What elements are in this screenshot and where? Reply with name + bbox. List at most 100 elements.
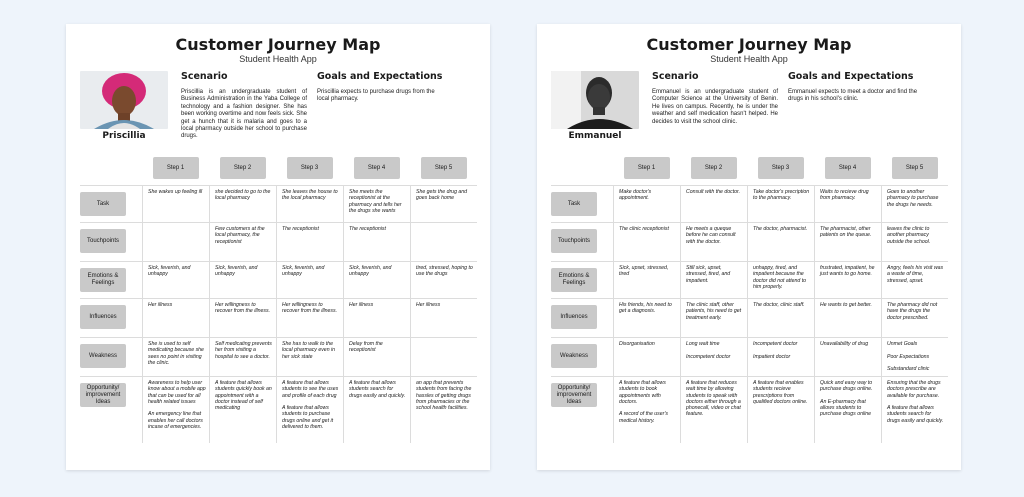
table-cell: Unmet Goals Poor Expectations Substandar… — [881, 338, 948, 376]
table-cell: Waits to recieve drug from pharmacy. — [814, 186, 881, 222]
table-cell: an app that prevents students from facin… — [410, 377, 477, 443]
table-row-emotions: Emotions & Feelings Sick, feverish, and … — [80, 261, 477, 299]
table-cell: Sick, upset, stressed, tired — [613, 262, 680, 298]
table-cell: She gets the drug and goes back home — [410, 186, 477, 222]
step-2-label: Step 2 — [690, 157, 737, 179]
scenario-text: Emmanuel is an undergraduate student of … — [652, 89, 778, 125]
table-cell — [142, 223, 209, 261]
table-cell: Delay from the receptionist — [343, 338, 410, 376]
row-label-emotions: Emotions & Feelings — [551, 268, 597, 292]
table-cell: The clinic staff, other patients, his ne… — [680, 299, 747, 337]
table-cell: His friends, his need to get a diagnosis… — [613, 299, 680, 337]
table-cell: A feature that allows students to see th… — [276, 377, 343, 443]
step-4-label: Step 4 — [824, 157, 871, 179]
table-cell: Ensuring that the drugs doctors prescrib… — [881, 377, 948, 443]
table-row-emotions: Emotions & Feelings Sick, upset, stresse… — [551, 261, 948, 299]
table-row-influences: Influences Her illness Her willingness t… — [80, 298, 477, 338]
goals-text: Priscillia expects to purchase drugs fro… — [317, 89, 435, 103]
table-row-opportunity: Opportunity/ improvement Ideas Awareness… — [80, 376, 477, 443]
table-cell: Her willingness to recover from the illn… — [209, 299, 276, 337]
map-title: Customer Journey Map — [175, 35, 381, 54]
step-2-label: Step 2 — [219, 157, 266, 179]
table-cell: A feature that allows students quickly b… — [209, 377, 276, 443]
table-cell: The doctor, clinic staff. — [747, 299, 814, 337]
table-cell: A feature that enables students recieve … — [747, 377, 814, 443]
table-cell: Her willingness to recover from the illn… — [276, 299, 343, 337]
table-cell: The receptionist — [343, 223, 410, 261]
table-cell: Sick, feverish, and unhappy — [142, 262, 209, 298]
table-cell: She has to walk to the local pharmacy ev… — [276, 338, 343, 376]
row-label-task: Task — [80, 192, 126, 216]
table-row-weakness: Weakness Disorganisation Long wait time … — [551, 337, 948, 377]
step-5-label: Step 5 — [891, 157, 938, 179]
table-cell: He meets a queque before he can consult … — [680, 223, 747, 261]
scenario-text: Priscillia is an undergraduate student o… — [181, 89, 307, 140]
goals-text: Emmanuel expects to meet a doctor and fi… — [788, 89, 918, 103]
table-cell: She is used to self medicating because s… — [142, 338, 209, 376]
table-cell — [410, 223, 477, 261]
table-cell: Her illness — [343, 299, 410, 337]
scenario-heading: Scenario — [652, 71, 699, 82]
row-label-touchpoints: Touchpoints — [80, 229, 126, 253]
row-label-influences: Influences — [80, 305, 126, 329]
step-4-label: Step 4 — [353, 157, 400, 179]
table-cell: she decided to go to the local pharmacy — [209, 186, 276, 222]
table-cell: Make doctor's appointment. — [613, 186, 680, 222]
steps-header-row: Step 1 Step 2 Step 3 Step 4 Step 5 — [551, 157, 948, 186]
table-cell: Unavailability of drug — [814, 338, 881, 376]
journey-table: Step 1 Step 2 Step 3 Step 4 Step 5 Task … — [80, 157, 477, 443]
row-label-weakness: Weakness — [80, 344, 126, 368]
table-cell: Sick, feverish, and unhappy — [343, 262, 410, 298]
table-cell: He wants to get better. — [814, 299, 881, 337]
table-row-touchpoints: Touchpoints Few customers at the local p… — [80, 222, 477, 262]
table-cell: Her illness — [142, 299, 209, 337]
table-cell: The doctor, pharmacist. — [747, 223, 814, 261]
persona-name: Priscillia — [102, 131, 146, 141]
table-cell: Sick, feverish, and unhappy — [276, 262, 343, 298]
goals-heading: Goals and Expectations — [317, 71, 443, 82]
map-subtitle: Student Health App — [239, 54, 317, 64]
table-row-touchpoints: Touchpoints The clinic receptionist He m… — [551, 222, 948, 262]
table-cell: frustrated, impatient, he just wants to … — [814, 262, 881, 298]
steps-header-row: Step 1 Step 2 Step 3 Step 4 Step 5 — [80, 157, 477, 186]
table-cell: The clinic receptionist — [613, 223, 680, 261]
persona-photo — [80, 71, 168, 129]
table-cell: Angry, feels his visit was a waste of ti… — [881, 262, 948, 298]
persona-photo — [551, 71, 639, 129]
table-cell: unhappy, tired, and impatient because th… — [747, 262, 814, 298]
persona-name: Emmanuel — [568, 131, 622, 141]
table-row-influences: Influences His friends, his need to get … — [551, 298, 948, 338]
row-label-opportunity: Opportunity/ improvement Ideas — [80, 383, 126, 407]
table-cell — [410, 338, 477, 376]
step-5-label: Step 5 — [420, 157, 467, 179]
row-label-weakness: Weakness — [551, 344, 597, 368]
table-cell: Sick, feverish, and unhappy — [209, 262, 276, 298]
row-label-task: Task — [551, 192, 597, 216]
table-cell: The pharmacist, other patients on the qu… — [814, 223, 881, 261]
table-row-task: Task She wakes up feeling ill she decide… — [80, 185, 477, 223]
table-cell: Long wait time Incompetent doctor — [680, 338, 747, 376]
goals-heading: Goals and Expectations — [788, 71, 914, 82]
journey-table: Step 1 Step 2 Step 3 Step 4 Step 5 Task … — [551, 157, 948, 443]
step-3-label: Step 3 — [757, 157, 804, 179]
table-cell: tired, stressed, hoping to use the drugs — [410, 262, 477, 298]
row-label-touchpoints: Touchpoints — [551, 229, 597, 253]
map-subtitle: Student Health App — [710, 54, 788, 64]
step-3-label: Step 3 — [286, 157, 333, 179]
table-row-opportunity: Opportunity/ improvement Ideas A feature… — [551, 376, 948, 443]
table-cell: Her illness — [410, 299, 477, 337]
map-title: Customer Journey Map — [646, 35, 852, 54]
row-label-emotions: Emotions & Feelings — [80, 268, 126, 292]
row-label-opportunity: Opportunity/ improvement Ideas — [551, 383, 597, 407]
table-row-weakness: Weakness She is used to self medicating … — [80, 337, 477, 377]
table-row-task: Task Make doctor's appointment. Consult … — [551, 185, 948, 223]
table-cell: A feature that allows students search fo… — [343, 377, 410, 443]
step-1-label: Step 1 — [152, 157, 199, 179]
table-cell: She leaves the house to the local pharma… — [276, 186, 343, 222]
table-cell: Take doctor's precription to the pharmac… — [747, 186, 814, 222]
table-cell: She meets the receptionist at the pharma… — [343, 186, 410, 222]
journey-map-card-priscillia: Customer Journey Map Student Health App … — [66, 24, 490, 470]
table-cell: Consult with the doctor. — [680, 186, 747, 222]
table-cell: Goes to another pharmacy to purchase the… — [881, 186, 948, 222]
table-cell: leaves the clinic to another pharmacy ou… — [881, 223, 948, 261]
